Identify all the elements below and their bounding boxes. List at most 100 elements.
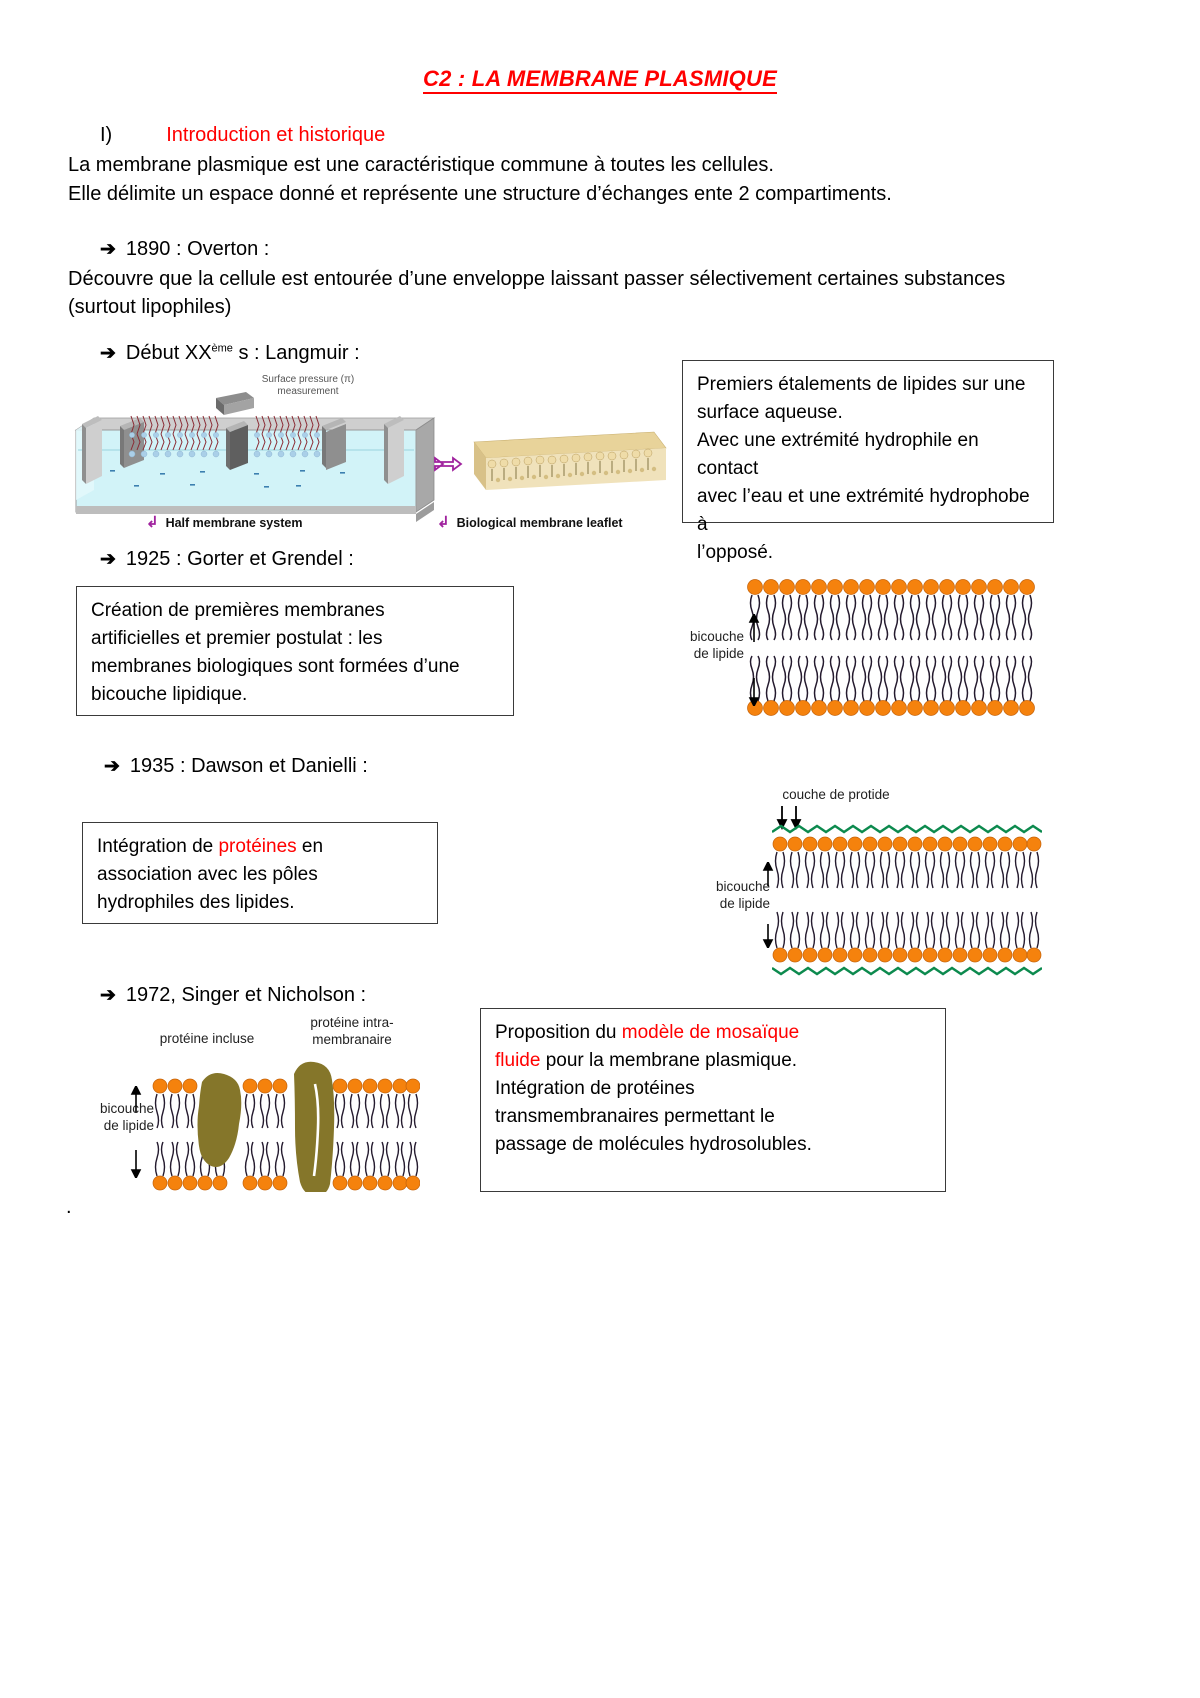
- dawson-upper-tails: [774, 851, 1040, 889]
- water-ions: [110, 470, 345, 488]
- singer-extent-arrows-svg: [130, 1086, 142, 1178]
- dawson-bilayer-svg: [772, 824, 1042, 976]
- dawson-extent-arrows-svg: [762, 862, 774, 948]
- singer-label-protein-intramembrane: protéine intra- membranaire: [282, 1014, 422, 1048]
- langmuir-trough-svg: [74, 392, 667, 522]
- section-heading-label: Introduction et historique: [166, 124, 386, 146]
- protein-transmembrane-shape: [294, 1061, 335, 1192]
- note-langmuir-line-3: Avec une extrémité hydrophile en contact: [697, 430, 979, 479]
- protide-layer-top: [772, 824, 1042, 834]
- note-gorter-highlight: bicouche lipidique.: [91, 684, 248, 705]
- dawson-protide-arrows: [772, 806, 812, 830]
- arrow-bullet-icon: ➔: [100, 549, 116, 570]
- lipid-monolayer-left: [130, 415, 219, 451]
- intro-paragraph-line-2: Elle délimite un espace donné et représe…: [68, 183, 892, 205]
- overton-body-line-1: Découvre que la cellule est entourée d’u…: [68, 268, 1006, 290]
- singer-mosaic-figure: [152, 1050, 420, 1192]
- hook-arrow-icon: ↳: [437, 514, 450, 531]
- langmuir-heading-suffix: s : Langmuir :: [232, 342, 360, 364]
- singer-extent-arrows: [128, 1086, 150, 1178]
- entry-heading-overton: ➔1890 : Overton :: [100, 238, 269, 261]
- note-box-singer: Proposition du modèle de mosaïque fluide…: [480, 1008, 946, 1192]
- note-dawson-line-3: hydrophiles des lipides.: [97, 892, 295, 913]
- dawson-protide-arrows-svg: [776, 806, 802, 830]
- singer-figure-label-line-2: de lipide: [103, 1118, 154, 1133]
- page-title-text: C2 : LA MEMBRANE PLASMIQUE: [423, 66, 777, 94]
- note-langmuir-line-4: avec l’eau et une extrémité hydrophobe à: [697, 486, 1030, 535]
- note-dawson-line-1-a: Intégration de: [97, 836, 219, 857]
- overton-body-line-2: (surtout lipophiles): [68, 296, 232, 318]
- dawson-bilayer-figure: [772, 824, 1042, 976]
- note-gorter-line-2: artificielles et premier postulat : les: [91, 628, 383, 649]
- note-langmuir-line-1: Premiers étalements de lipides sur une: [697, 374, 1026, 395]
- entry-heading-singer-label: 1972, Singer et Nicholson :: [125, 984, 367, 1006]
- arrow-bullet-icon: ➔: [100, 343, 116, 364]
- pressure-sensor-icon: [216, 392, 254, 415]
- langmuir-label-biological-leaflet: ↳Biological membrane leaflet: [437, 513, 623, 531]
- singer-mosaic-svg: [152, 1061, 420, 1192]
- note-singer-highlight-1: modèle de mosaïque: [621, 1022, 800, 1043]
- trough-barrier-left: [120, 418, 144, 468]
- note-dawson-highlight: protéines: [218, 836, 297, 857]
- singer-lower-tails: [154, 1141, 419, 1177]
- gorter-bilayer-svg: [747, 579, 1035, 716]
- page-title: C2 : LA MEMBRANE PLASMIQUE: [0, 66, 1200, 94]
- note-langmuir-line-5: l’opposé.: [697, 542, 774, 563]
- note-dawson-line-1-b: en: [296, 836, 324, 857]
- lipid-heads-right: [253, 432, 321, 458]
- entry-heading-singer: ➔ 1972, Singer et Nicholson :: [100, 984, 366, 1007]
- gorter-figure-label: bicouche de lipide: [648, 628, 744, 662]
- trough-barrier-mid: [226, 421, 248, 470]
- gorter-figure-label-line-2: de lipide: [693, 646, 744, 661]
- bilayer-lower-heads: [747, 700, 1035, 716]
- entry-heading-gorter-label: 1925 : Gorter et Grendel :: [125, 548, 354, 570]
- entry-heading-dawson: ➔ 1935 : Dawson et Danielli :: [104, 755, 368, 778]
- bilayer-lower-tails: [749, 655, 1033, 702]
- note-dawson-line-2: association avec les pôles: [97, 864, 318, 885]
- arrow-bullet-icon: ➔: [100, 239, 116, 260]
- singer-upper-tails: [154, 1093, 419, 1129]
- entry-heading-gorter: ➔ 1925 : Gorter et Grendel :: [100, 548, 354, 571]
- arrow-bullet-icon: ➔: [104, 756, 120, 777]
- protide-layer-bottom: [772, 966, 1042, 976]
- arrow-bullet-icon: ➔: [100, 985, 116, 1006]
- langmuir-caption-line-2: measurement: [277, 386, 339, 397]
- langmuir-heading-ordinal: ème: [211, 342, 233, 355]
- note-box-dawson: Intégration de protéines en association …: [82, 822, 438, 924]
- lipid-heads-left: [128, 432, 220, 458]
- langmuir-label-half-membrane: ↳Half membrane system: [146, 513, 302, 531]
- note-singer-line-1-a: Proposition du: [495, 1022, 622, 1043]
- dawson-lower-heads: [772, 947, 1042, 963]
- trough-right-wall: [384, 416, 404, 484]
- note-langmuir-line-2: surface aqueuse.: [697, 402, 843, 423]
- singer-figure-label: bicouche de lipide: [74, 1100, 154, 1134]
- gorter-bilayer-figure: [746, 578, 1046, 718]
- singer-label-protein-included: protéine incluse: [159, 1031, 255, 1046]
- dawson-protide-label: couche de protide: [782, 787, 890, 802]
- protein-included-shape: [197, 1073, 242, 1167]
- note-singer-line-4: transmembranaires permettant le: [495, 1106, 775, 1127]
- langmuir-trough-figure: Surface pressure (π) measurement: [68, 372, 668, 522]
- gorter-extent-arrows-svg: [748, 614, 760, 706]
- singer-label-intra-line-1: protéine intra-: [310, 1015, 394, 1030]
- bilayer-upper-tails: [749, 594, 1033, 641]
- membrane-leaflet-texture: [495, 466, 657, 483]
- equivalence-arrow-icon: [434, 456, 463, 472]
- gorter-figure-label-line-1: bicouche: [689, 629, 744, 644]
- gorter-extent-arrows: [746, 614, 768, 706]
- singer-label-intra-line-2: membranaire: [312, 1032, 392, 1047]
- note-singer-line-3: Intégration de protéines: [495, 1078, 695, 1099]
- hook-arrow-icon: ↳: [146, 514, 159, 531]
- langmuir-caption: Surface pressure (π) measurement: [228, 374, 388, 398]
- dawson-figure-label-line-1: bicouche: [715, 879, 770, 894]
- note-singer-line-1: Proposition du modèle de mosaïque: [495, 1019, 931, 1047]
- entry-heading-dawson-label: 1935 : Dawson et Danielli :: [129, 755, 368, 777]
- protein-channel-pore: [312, 1083, 320, 1177]
- langmuir-caption-line-1: Surface pressure (π): [261, 374, 355, 385]
- membrane-leaflet-tails: [491, 458, 649, 481]
- note-box-langmuir: Premiers étalements de lipides sur une s…: [682, 360, 1054, 563]
- trough-barrier-right: [322, 418, 346, 470]
- note-singer-highlight-2: fluide: [495, 1050, 541, 1071]
- trailing-period: .: [66, 1196, 72, 1218]
